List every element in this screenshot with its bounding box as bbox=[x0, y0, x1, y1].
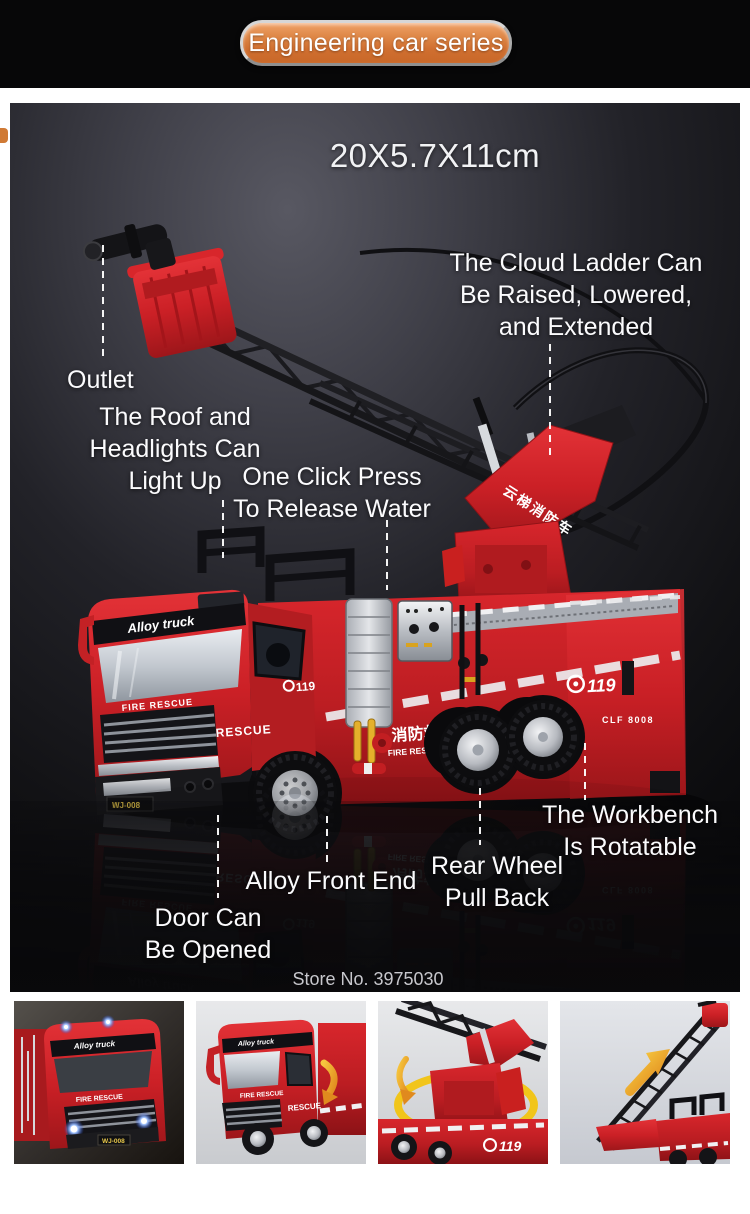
series-badge-label: Engineering car series bbox=[248, 28, 504, 57]
extend-arrow bbox=[625, 1058, 661, 1096]
thumb1-plate: WJ-008 bbox=[102, 1138, 125, 1145]
thumbnail-rotating-workbench: 119 bbox=[378, 1001, 548, 1164]
ladder-support-tower: 云梯消防车 bbox=[442, 396, 636, 616]
annotation-cloud-ladder: The Cloud Ladder Can Be Raised, Lowered,… bbox=[449, 249, 703, 341]
truck-illustration: 云梯消防车 bbox=[10, 103, 740, 992]
reflection-fade bbox=[10, 801, 740, 992]
roof-racks bbox=[197, 526, 355, 601]
rear-wheel-2 bbox=[506, 700, 580, 774]
svg-text:119: 119 bbox=[586, 675, 616, 696]
annotation-leader-lines bbox=[102, 245, 586, 898]
thumb2-door: RESCUE bbox=[287, 1101, 322, 1113]
thumbnail-front-lights: Alloy truck FIRE RESCUE WJ-008 bbox=[14, 1001, 184, 1164]
svg-text:119: 119 bbox=[499, 1138, 522, 1154]
thumb2-brand: Alloy truck bbox=[237, 1038, 276, 1048]
product-photo: 云梯消防车 bbox=[10, 103, 740, 992]
annotation-rear-wheel: Rear Wheel Pull Back bbox=[431, 852, 563, 912]
thumb1-brand: Alloy truck bbox=[73, 1039, 116, 1051]
control-panel bbox=[397, 600, 453, 662]
side-mirror bbox=[78, 615, 94, 665]
top-banner: Engineering car series bbox=[0, 0, 750, 88]
svg-text:119: 119 bbox=[295, 679, 316, 694]
thumb-front-lights-art: Alloy truck FIRE RESCUE WJ-008 bbox=[14, 1001, 184, 1164]
store-number: Store No. 3975030 bbox=[292, 969, 444, 989]
thumbnail-ladder-extended bbox=[560, 1001, 730, 1164]
phone-119-rear: 119 bbox=[566, 674, 616, 696]
annotation-door: Door Can Be Opened bbox=[144, 904, 272, 964]
page-edge-decoration bbox=[0, 128, 8, 143]
thumbnail-door-open: Alloy truck FIRE RESCUE RESCUE bbox=[196, 1001, 366, 1164]
series-badge: Engineering car series bbox=[240, 20, 512, 66]
marking-model: CLF 8008 bbox=[602, 715, 654, 725]
detail-thumbnails: Alloy truck FIRE RESCUE WJ-008 bbox=[0, 1001, 750, 1164]
thumb4-bucket bbox=[702, 1003, 728, 1027]
marking-door: RESCUE bbox=[215, 722, 272, 740]
annotation-roof-lights: The Roof and Headlights Can Light Up bbox=[89, 403, 261, 495]
bottom-whitespace bbox=[0, 1164, 750, 1214]
annotation-one-click: One Click Press To Release Water bbox=[233, 463, 431, 523]
rescue-bucket bbox=[127, 247, 237, 358]
size-label: 20X5.7X11cm bbox=[329, 137, 541, 174]
toy-fire-truck: 云梯消防车 bbox=[78, 223, 710, 840]
hose-reel bbox=[352, 718, 392, 774]
thumb-ladder-art bbox=[560, 1001, 730, 1164]
thumb3-phone-119: 119 bbox=[483, 1138, 522, 1154]
annotation-front-end: Alloy Front End bbox=[245, 867, 417, 895]
thumb1-fire-rescue: FIRE RESCUE bbox=[76, 1094, 124, 1104]
annotation-workbench: The Workbench Is Rotatable bbox=[541, 801, 718, 861]
water-cannon-nozzle bbox=[82, 223, 176, 270]
annotation-outlet: Outlet bbox=[67, 366, 134, 394]
phone-119-cab: 119 bbox=[282, 679, 316, 694]
thumb2-cab-front: FIRE RESCUE bbox=[240, 1090, 285, 1100]
thumb-workbench-art: 119 bbox=[378, 1001, 548, 1164]
thumb-door-open-art: Alloy truck FIRE RESCUE RESCUE bbox=[196, 1001, 366, 1164]
hose-cable bbox=[359, 247, 709, 405]
